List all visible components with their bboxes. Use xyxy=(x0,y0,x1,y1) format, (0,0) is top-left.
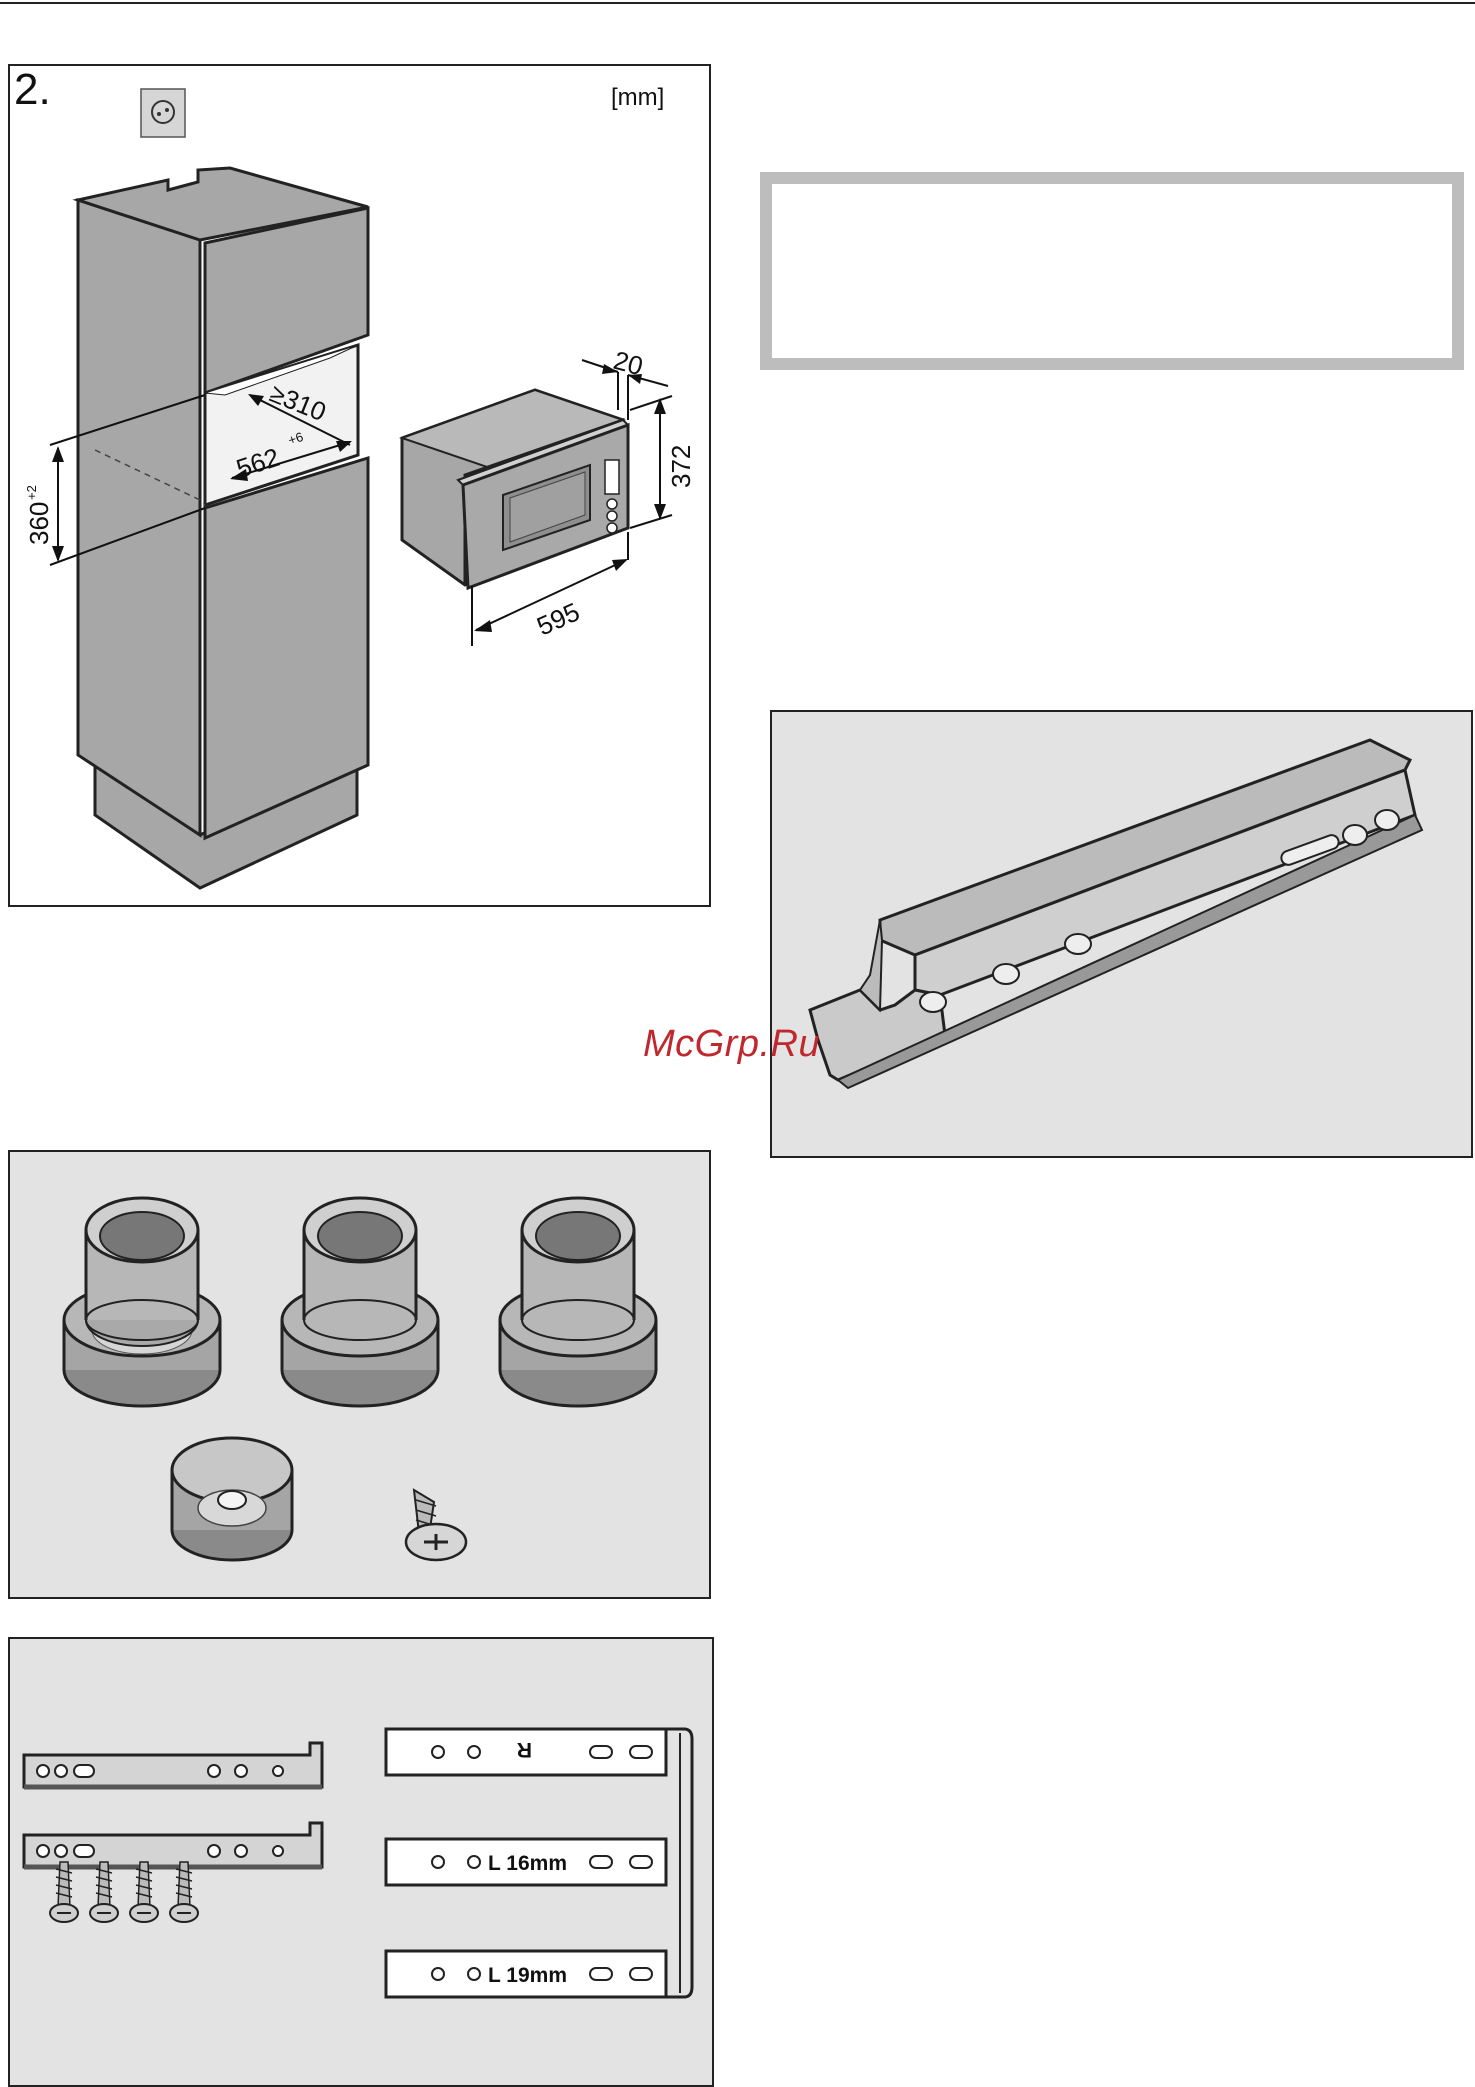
short-rail-1 xyxy=(24,1743,322,1787)
appliance-width-label: 595 xyxy=(532,596,584,641)
rail-right: R xyxy=(386,1729,666,1775)
rail-left-19-label: L 19mm xyxy=(488,1964,567,1987)
screw-icon xyxy=(406,1490,466,1560)
appliance-dimension-labels: 20 372 595 xyxy=(0,0,720,910)
spacer-large-1 xyxy=(64,1198,220,1406)
rail-left-16: L 16mm xyxy=(386,1839,666,1885)
appliance-height-label: 372 xyxy=(666,445,696,488)
spacer-small xyxy=(172,1438,292,1560)
rail-left-19: L 19mm xyxy=(386,1951,666,1997)
rails-drawing: R L 16mm L 19mm xyxy=(8,1637,714,2087)
short-rail-2 xyxy=(24,1823,322,1867)
watermark-text: McGrp.Ru xyxy=(643,1023,820,1066)
notice-box xyxy=(760,172,1464,370)
rail-left-16-label: L 16mm xyxy=(488,1852,567,1875)
spacer-large-3 xyxy=(500,1198,656,1406)
rail-right-label: R xyxy=(517,1738,532,1761)
wood-screws xyxy=(50,1862,198,1922)
spacers-drawing xyxy=(8,1150,711,1599)
mounting-bracket-drawing xyxy=(770,710,1473,1158)
spacer-large-2 xyxy=(282,1198,438,1406)
frame-depth-label: 20 xyxy=(610,345,646,381)
